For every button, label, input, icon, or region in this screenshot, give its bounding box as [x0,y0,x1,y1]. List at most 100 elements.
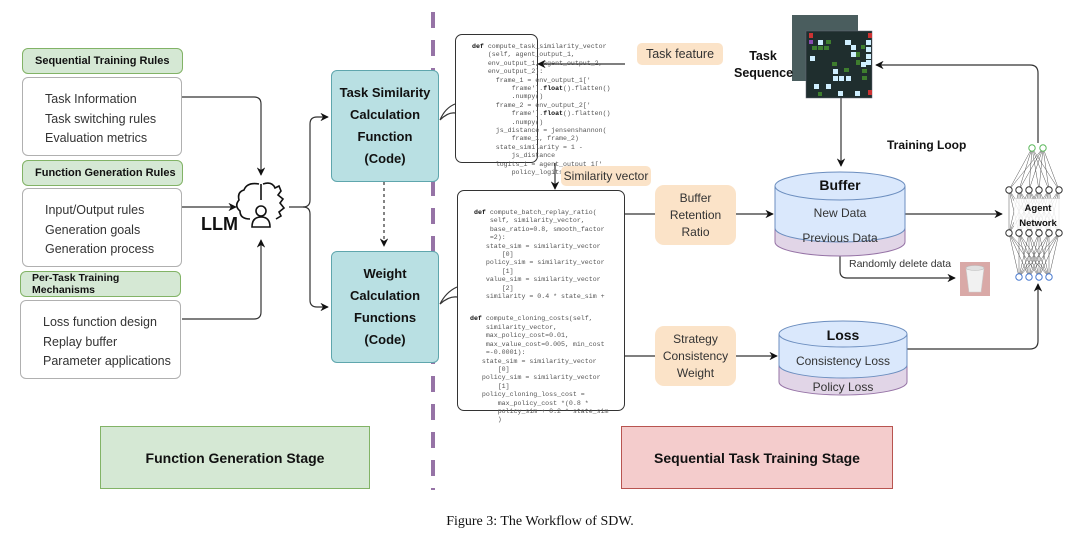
box-line: Ratio [681,224,710,239]
code-task-similarity: def compute_task_similarity_vector (self… [455,34,622,185]
rule-body-function-generation: Input/Output rules Generation goals Gene… [22,188,182,267]
network-node [1035,186,1043,194]
loss-cylinder [778,320,908,396]
box-line: Strategy [673,331,718,346]
network-edge [1028,232,1060,278]
arrow-rules3-to-llm [182,239,266,320]
code-cloning-costs: def compute_cloning_costs(self, similari… [470,315,609,424]
rule-header-sequential-training: Sequential Training Rules [22,48,183,74]
buffer-cylinder [774,171,906,257]
box-line: (Code) [364,151,406,166]
callout-tail-top [439,103,456,121]
arrow-rules1-to-llm [182,96,266,176]
arrow-loss-to-agent [907,283,1043,350]
network-edge [1048,232,1060,278]
box-line: Calculation [349,288,421,303]
box-line: Functions [353,310,417,325]
network-edge [1018,147,1044,191]
network-node [1045,273,1053,281]
box-line: Weight [363,266,407,281]
label-line: Agent [1024,203,1052,214]
rule-header-per-task-training: Per-Task Training Mechanisms [20,271,181,297]
network-node [1015,273,1023,281]
network-edge [1018,232,1060,278]
function-generation-stage: Function Generation Stage [100,426,370,489]
network-edge [1038,147,1044,191]
sequential-task-training-stage: Sequential Task Training Stage [621,426,893,489]
task-sequence-image [792,15,873,99]
network-edge [1042,147,1060,191]
loss-consistency: Consistency Loss [795,354,891,368]
network-node [1015,229,1023,237]
rule-item: Input/Output rules [45,203,145,217]
network-edge [1028,147,1044,191]
code-batch-replay: def compute_batch_replay_ratio( self, si… [474,209,605,301]
network-node [1039,144,1047,152]
task-sequence-label: Task Sequence [734,48,794,82]
network-edge [1031,147,1040,191]
network-label-bg [1014,199,1062,229]
buffer-title: Buffer [819,177,861,193]
buffer-retention-ratio-box: Buffer Retention Ratio [655,185,736,245]
box-line: (Code) [364,332,406,347]
network-edge [1031,147,1060,191]
network-edge [1031,147,1050,191]
buffer-new-data: New Data [813,206,867,220]
box-line: Weight [676,365,715,380]
code-weight-functions: def compute_batch_replay_ratio( self, si… [457,190,625,423]
callout-tail-bottom [439,286,458,305]
rule-body-sequential-training: Task Information Task switching rules Ev… [22,77,182,156]
network-edge [1018,147,1033,191]
similarity-vector-label: Similarity vector [561,166,651,186]
network-node [1035,273,1043,281]
rule-item: Task Information [45,92,137,106]
box-line: Retention [669,207,722,222]
network-node [1035,229,1043,237]
network-edge [1008,232,1020,278]
network-node [1025,273,1033,281]
rule-item: Parameter applications [43,354,171,368]
box-line: Consistency [662,348,729,363]
agent-network [1005,144,1063,281]
network-node [1025,186,1033,194]
network-edge [1018,232,1050,278]
network-node [1025,229,1033,237]
llm-label: LLM [201,214,238,234]
brace-llm [289,112,329,208]
box-line: Calculation [349,107,421,122]
weight-calculation-function-box: Weight Calculation Functions (Code) [331,251,439,363]
strategy-consistency-weight-box: Strategy Consistency Weight [655,326,736,386]
network-edge [1038,232,1060,278]
network-node [1005,229,1013,237]
trash-icon [960,262,990,296]
rule-item: Generation process [45,242,155,256]
rule-header-function-generation: Function Generation Rules [22,160,183,186]
brace-llm-lower [302,206,329,312]
network-edge [1018,232,1030,278]
rule-item: Loss function design [43,315,157,329]
arrow-training-loop [875,60,1039,143]
network-edge [1028,147,1033,191]
agent-network-label: Agent Network [1012,201,1064,231]
network-node [1028,144,1036,152]
network-edge [1018,232,1040,278]
loss-policy: Policy Loss [812,380,874,394]
buffer-previous-data: Previous Data [802,231,878,245]
randomly-delete-label: Randomly delete data [849,258,952,270]
task-similarity-function-box: Task Similarity Calculation Function (Co… [331,70,439,182]
label-line: Network [1019,218,1057,229]
task-feature-label: Task feature [637,43,723,65]
brain-gear-person-icon [235,182,286,228]
label-line: Sequence [734,66,794,80]
network-node [1055,186,1063,194]
network-node [1055,229,1063,237]
arrow-randomly-delete [839,250,956,283]
rule-body-per-task-training: Loss function design Replay buffer Param… [20,300,181,379]
network-node [1005,186,1013,194]
network-edge [1008,147,1033,191]
network-edge [1008,147,1044,191]
box-line: Buffer [679,190,712,205]
network-edge [1042,147,1050,191]
network-node [1045,186,1053,194]
